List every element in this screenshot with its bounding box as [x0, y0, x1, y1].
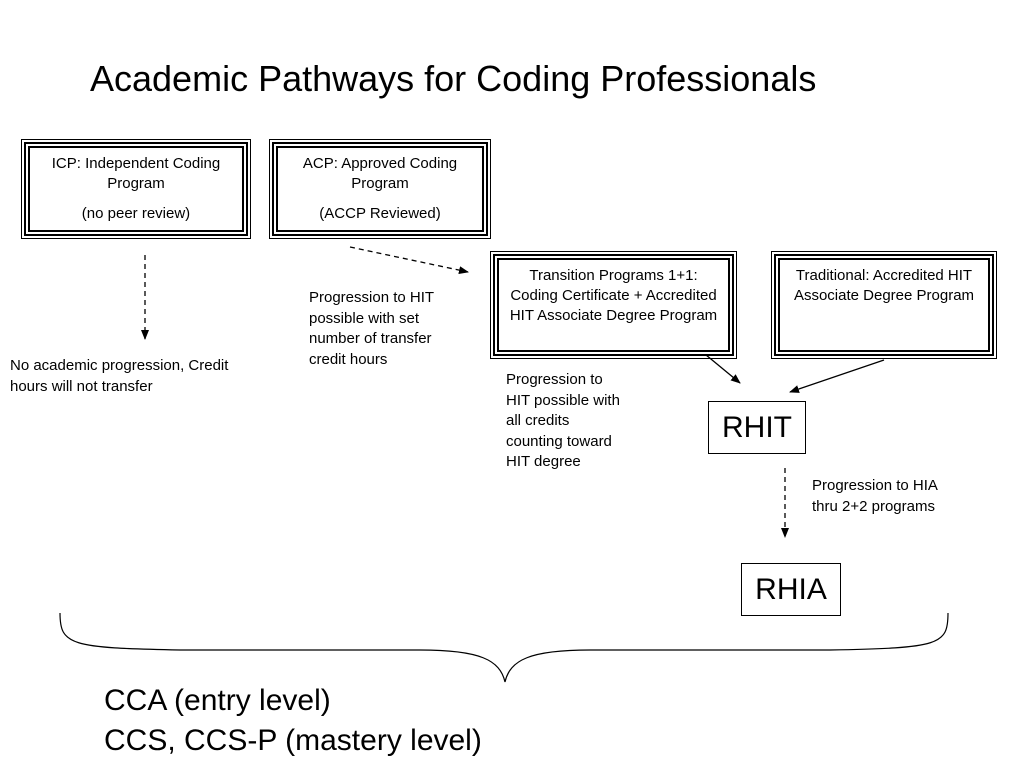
acp-sublabel: (ACCP Reviewed)	[319, 205, 441, 222]
hia-progression-note: Progression to HIA thru 2+2 programs	[812, 477, 938, 515]
no-progression-note: No academic progression, Credit hours wi…	[10, 357, 229, 395]
icp-box: ICP: Independent Coding Program (no peer…	[21, 139, 251, 239]
icp-sublabel: (no peer review)	[81, 205, 191, 222]
acp-box: ACP: Approved Coding Program (ACCP Revie…	[269, 139, 491, 239]
traditional-label: Traditional: Accredited HIT Associate De…	[793, 267, 975, 304]
icp-label: ICP: Independent Coding Program	[51, 155, 221, 192]
page-title: Academic Pathways for Coding Professiona…	[90, 58, 817, 99]
mastery-level-text: CCS, CCS-P (mastery level)	[104, 724, 482, 757]
rhia-box: RHIA	[741, 563, 841, 616]
acp-progression-note: Progression to HIT possible with set num…	[309, 289, 434, 368]
curly-brace	[59, 612, 949, 683]
acp-label: ACP: Approved Coding Program	[302, 155, 458, 192]
rhit-box: RHIT	[708, 401, 806, 454]
transition-box: Transition Programs 1+1: Coding Certific…	[490, 251, 737, 359]
transition-label: Transition Programs 1+1: Coding Certific…	[509, 267, 718, 324]
traditional-box: Traditional: Accredited HIT Associate De…	[771, 251, 997, 359]
transition-progression-note: Progression to HIT possible with all cre…	[506, 371, 620, 470]
traditional-to-rhit-arrow	[789, 359, 885, 393]
entry-level-text: CCA (entry level)	[104, 684, 331, 717]
acp-to-transition-dashed-arrow	[349, 246, 469, 275]
